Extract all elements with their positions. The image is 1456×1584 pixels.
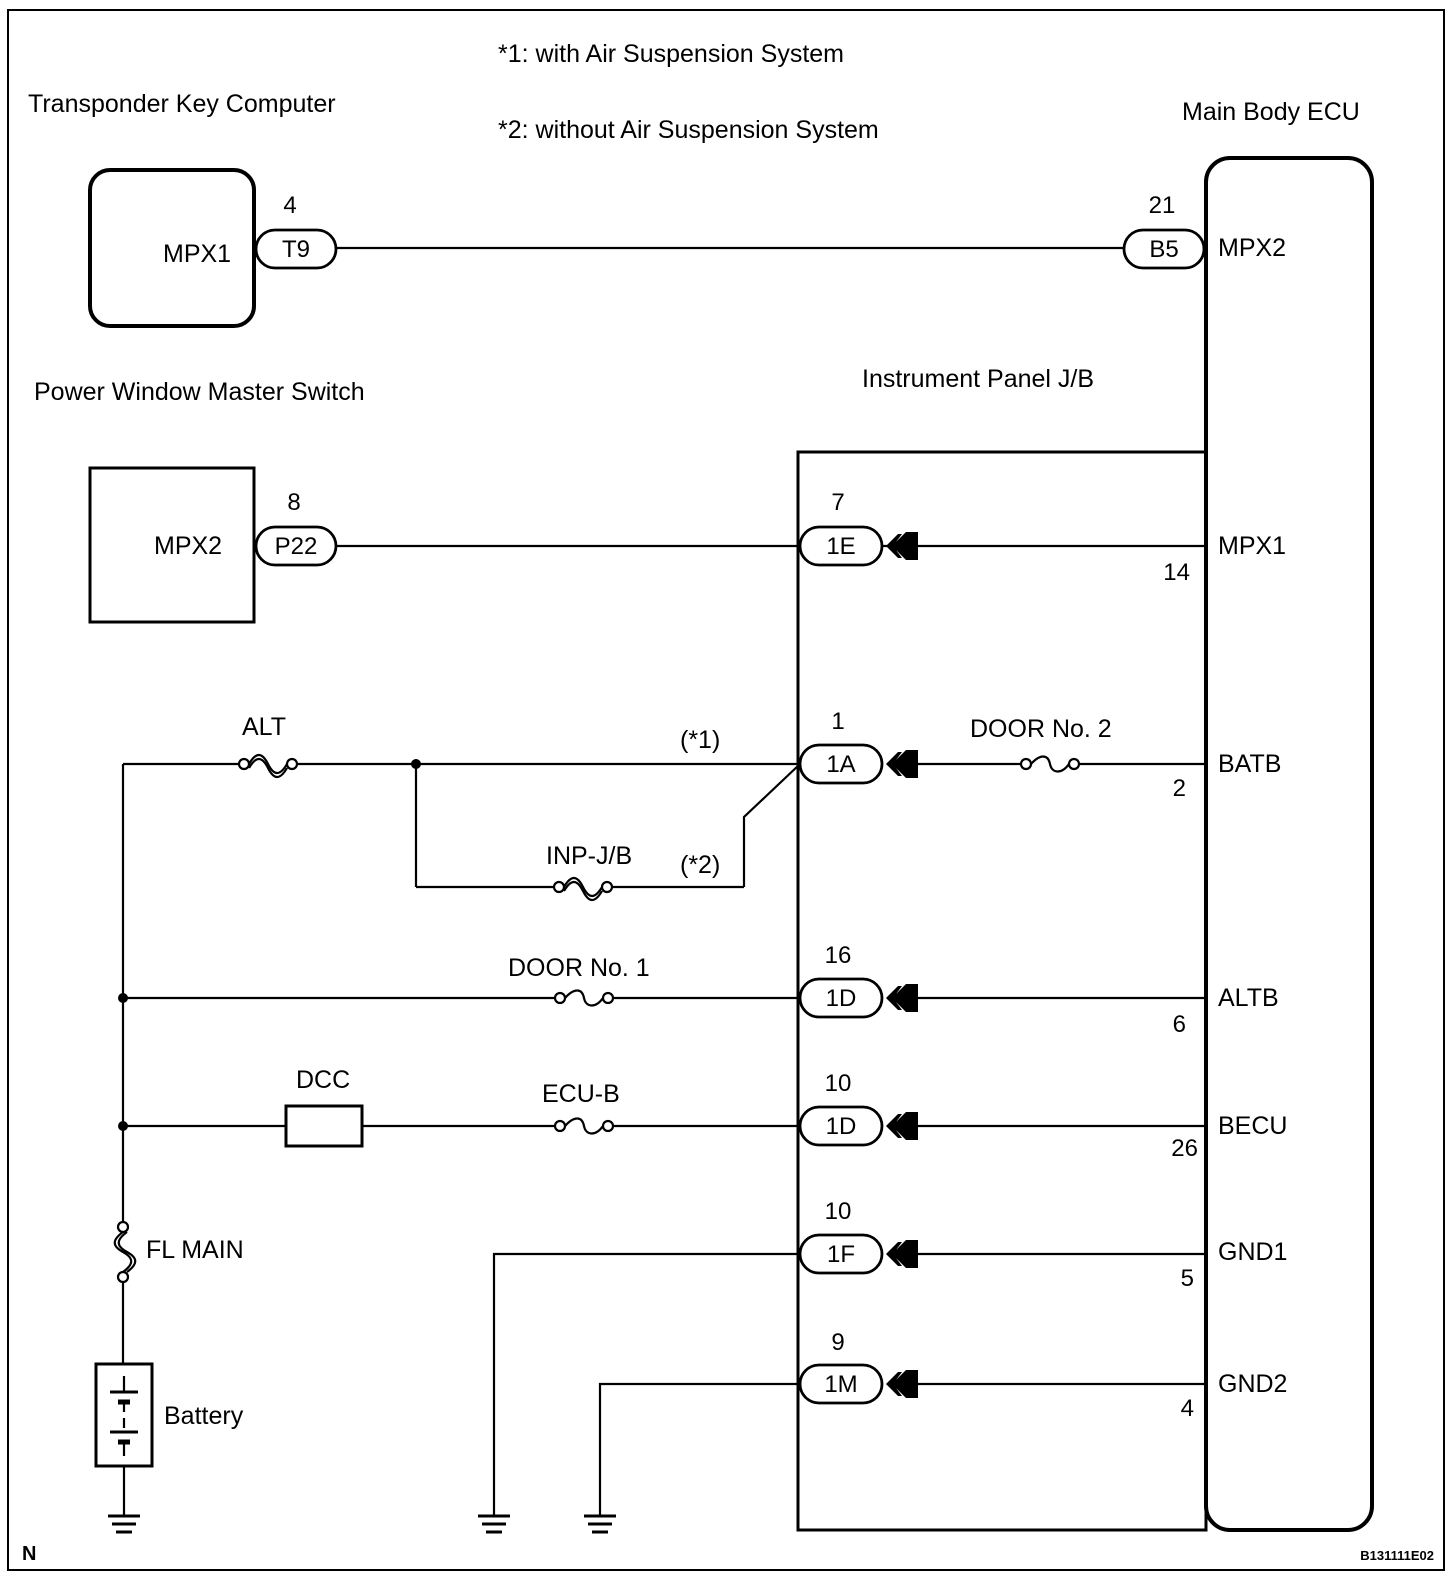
connector-1a <box>798 743 884 785</box>
ecu-terminal-altb: ALTB <box>1218 984 1279 1012</box>
battery-icon <box>110 1376 138 1456</box>
connector-t9 <box>254 228 338 270</box>
transponder-title: Transponder Key Computer <box>28 90 336 118</box>
power-window-box <box>88 466 256 624</box>
connector-1d-16-code: 1D <box>826 985 857 1012</box>
power-window-terminal: MPX2 <box>154 532 222 560</box>
connector-p22-pin: 8 <box>287 489 300 516</box>
connector-1d-10-pin: 10 <box>825 1070 852 1097</box>
connector-t9-code: T9 <box>282 236 310 263</box>
connector-1f-arrow <box>886 1240 918 1268</box>
ecu-terminal-gnd1: GND1 <box>1218 1238 1287 1266</box>
ecu-pin-gnd1: 5 <box>1181 1265 1194 1292</box>
ecu-pin-gnd2: 4 <box>1181 1395 1194 1422</box>
connector-1d-10-arrow <box>886 1112 918 1140</box>
connector-1a-code: 1A <box>826 751 855 778</box>
ground-icon <box>584 1514 616 1534</box>
wire-inp-up <box>742 763 801 887</box>
connector-1d-16-pin: 16 <box>825 942 852 969</box>
connector-1a-arrow <box>886 750 918 778</box>
fusible-link-dcc <box>284 1104 364 1148</box>
connector-1d-10 <box>798 1105 884 1147</box>
fusible-link-dcc-label: DCC <box>296 1066 350 1094</box>
fuse-fl-main-icon <box>113 1220 137 1284</box>
main-body-ecu-box <box>1204 156 1374 1532</box>
fuse-alt-label: ALT <box>242 713 286 741</box>
connector-1e-code: 1E <box>826 533 855 560</box>
connector-1e-pin: 7 <box>831 489 844 516</box>
ecu-pin-mpx1: 14 <box>1163 559 1190 586</box>
ecu-terminal-gnd2: GND2 <box>1218 1370 1287 1398</box>
fuse-inp-jb-label: INP-J/B <box>546 842 632 870</box>
instrument-panel-jb-box <box>796 450 1208 1532</box>
note-air-suspension: *1: with Air Suspension System <box>498 40 844 68</box>
connector-b5-pin: 21 <box>1149 192 1176 219</box>
connector-1e-arrow <box>886 532 918 560</box>
connector-t9-pin: 4 <box>283 192 296 219</box>
connector-1f-pin: 10 <box>825 1198 852 1225</box>
main-body-ecu-title: Main Body ECU <box>1182 98 1360 126</box>
ecu-terminal-batb: BATB <box>1218 750 1281 778</box>
fuse-inp-jb-icon <box>552 876 614 902</box>
fuse-alt-icon <box>237 753 299 779</box>
connector-1d-16 <box>798 977 884 1019</box>
ecu-pin-batb: 2 <box>1173 775 1186 802</box>
transponder-terminal: MPX1 <box>163 240 231 268</box>
connector-1m-pin: 9 <box>831 1329 844 1356</box>
connector-p22 <box>254 525 338 567</box>
ground-icon <box>108 1514 140 1534</box>
branch-mark-2: (*2) <box>680 851 720 879</box>
fuse-fl-main-label: FL MAIN <box>146 1236 244 1264</box>
connector-b5 <box>1122 228 1206 270</box>
instrument-panel-jb-title: Instrument Panel J/B <box>862 365 1094 393</box>
connector-1e <box>798 525 884 567</box>
fuse-door1-label: DOOR No. 1 <box>508 954 650 982</box>
connector-1m-code: 1M <box>824 1371 857 1398</box>
fuse-door2-label: DOOR No. 2 <box>970 715 1112 743</box>
connector-1a-pin: 1 <box>831 708 844 735</box>
connector-1m <box>798 1363 884 1405</box>
power-window-title: Power Window Master Switch <box>34 378 365 406</box>
connector-1f-code: 1F <box>827 1241 855 1268</box>
branch-mark-1: (*1) <box>680 726 720 754</box>
ecu-pin-altb: 6 <box>1173 1011 1186 1038</box>
ecu-terminal-mpx2: MPX2 <box>1218 234 1286 262</box>
connector-1m-arrow <box>886 1370 918 1398</box>
fuse-ecu-b-icon <box>553 1117 615 1135</box>
ground-icon <box>478 1514 510 1534</box>
note-no-air-suspension: *2: without Air Suspension System <box>498 116 879 144</box>
fuse-ecu-b-label: ECU-B <box>542 1080 620 1108</box>
connector-1f <box>798 1233 884 1275</box>
connector-b5-code: B5 <box>1149 236 1178 263</box>
connector-p22-code: P22 <box>275 533 318 560</box>
wire-gnd1 <box>492 1252 800 1516</box>
fuse-door2-icon <box>1019 755 1081 773</box>
ecu-terminal-mpx1: MPX1 <box>1218 532 1286 560</box>
ecu-terminal-becu: BECU <box>1218 1112 1287 1140</box>
transponder-box <box>88 168 256 328</box>
ecu-pin-becu: 26 <box>1171 1135 1198 1162</box>
footer-left-mark: N <box>22 1543 36 1565</box>
connector-1d-16-arrow <box>886 984 918 1012</box>
connector-1d-10-code: 1D <box>826 1113 857 1140</box>
footer-figure-code: B131111E02 <box>1360 1548 1434 1563</box>
battery-label: Battery <box>164 1402 244 1430</box>
diagram-frame <box>7 9 1445 1571</box>
fuse-door1-icon <box>553 989 615 1007</box>
wire-gnd2 <box>598 1382 800 1516</box>
